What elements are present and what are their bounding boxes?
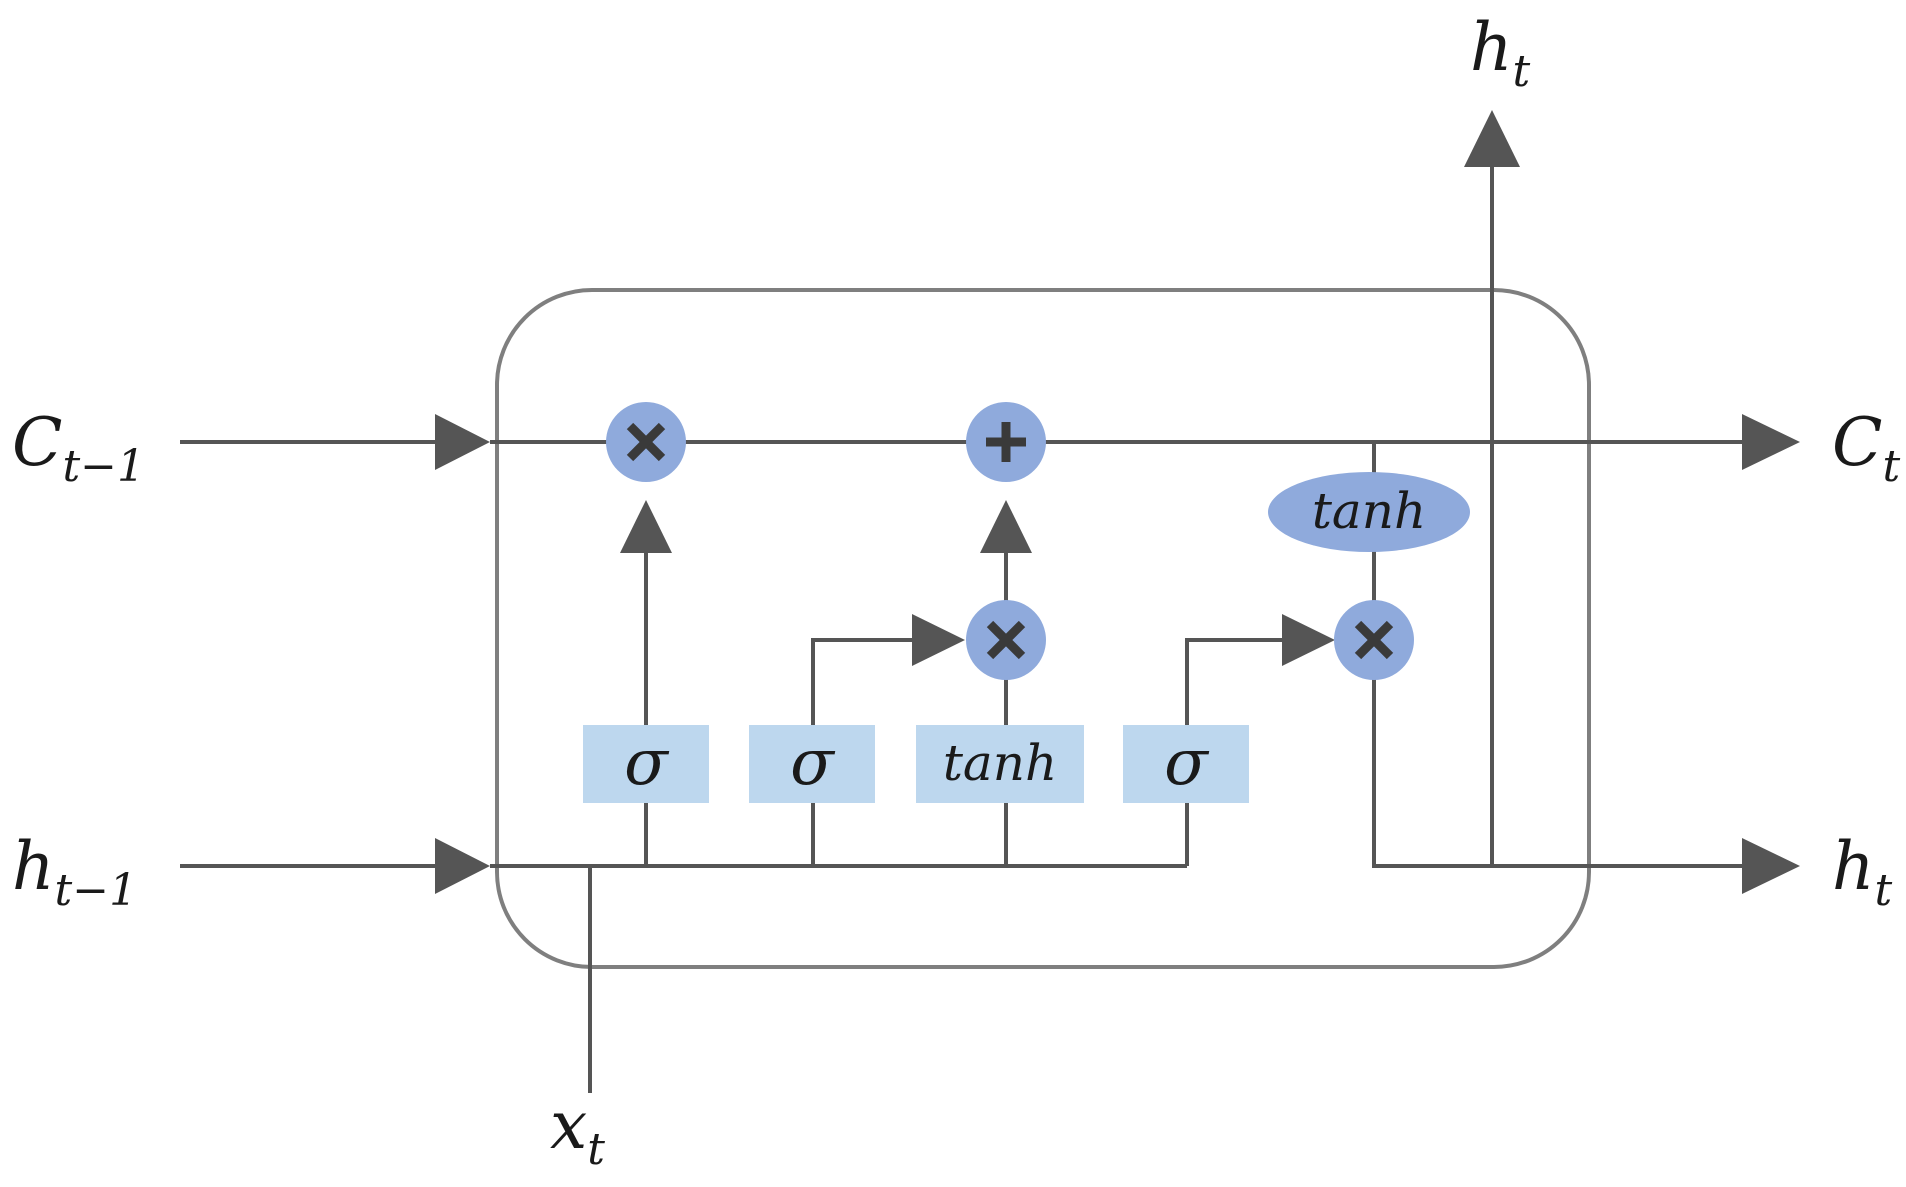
input-right-arrowhead [912,614,965,666]
output-right-arrowhead [1282,614,1335,666]
plus-icon [986,422,1026,462]
forget-up-arrowhead [620,500,672,553]
cell-boundary [495,288,1591,969]
input-multiply-op [966,600,1046,680]
candidate-gate-label: tanh [943,734,1057,792]
hidden-up-arrowhead [1464,110,1520,167]
cell-out-arrowhead [1742,414,1800,470]
forget-gate-label: σ [624,726,670,800]
c-prev-label: Ct−1 [12,404,145,492]
h-out-right-label: ht [1832,828,1893,916]
input-gate-label: σ [790,726,836,800]
hidden-out-arrowhead [1742,838,1800,894]
hidden-out-line [1372,640,1752,868]
output-multiply-op [1334,600,1414,680]
forget-gate: σ [583,725,709,803]
output-gate-label: σ [1164,726,1210,800]
forget-multiply-op [606,402,686,482]
h-out-top-label: ht [1470,9,1531,97]
multiply-icon [1354,620,1394,660]
cell-tanh-label: tanh [1312,482,1426,540]
hidden-in-arrowhead [435,838,490,894]
h-prev-label: ht−1 [12,828,137,916]
cell-in-arrowhead [435,414,490,470]
add-op [966,402,1046,482]
input-gate: σ [749,725,875,803]
cell-tanh: tanh [1268,472,1470,552]
multiply-icon [986,620,1026,660]
output-gate: σ [1123,725,1249,803]
c-out-label: Ct [1832,404,1901,492]
x-input-label: xt [550,1087,605,1175]
add-up-arrowhead [980,500,1032,553]
multiply-icon [626,422,666,462]
candidate-gate: tanh [916,725,1084,803]
